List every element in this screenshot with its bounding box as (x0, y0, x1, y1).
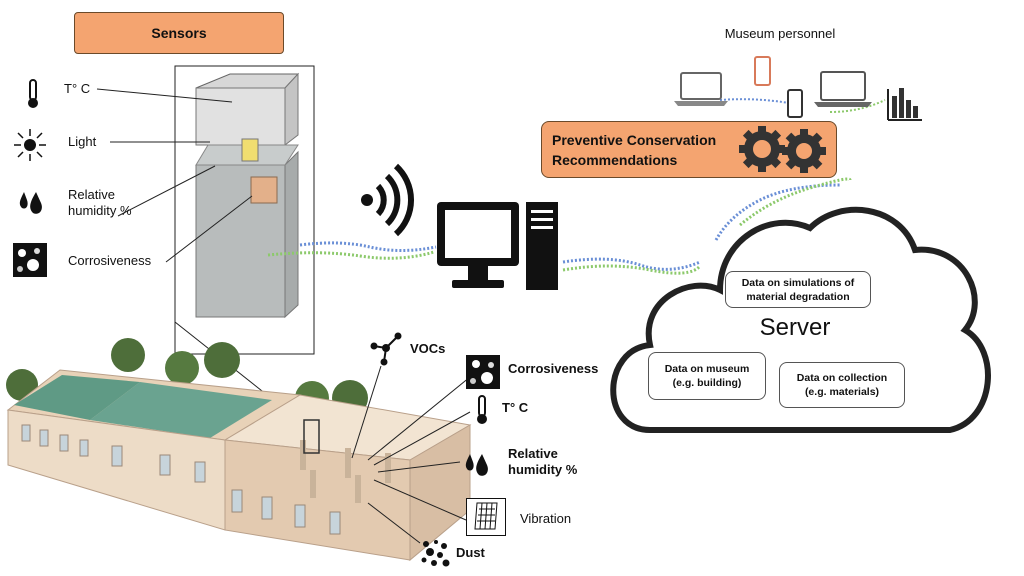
museum-label-vibration: Vibration (520, 511, 572, 526)
computer-icon (437, 202, 558, 290)
simulations-line-2: material degradation (746, 290, 850, 303)
personnel-title: Museum personnel (724, 26, 836, 41)
phone-1 (754, 56, 771, 86)
sensor-label-light: Light (68, 134, 97, 149)
laptop-left (674, 72, 728, 106)
museum-data-line-1: Data on museum (664, 363, 750, 375)
thermometer-icon (22, 78, 44, 110)
museum-humidity-line-1: Relative (508, 446, 558, 461)
laptop-right (814, 71, 872, 107)
museum-label-temperature: T° C (502, 400, 529, 415)
server-box-collection: Data on collection (e.g. materials) (779, 362, 905, 408)
showcase (195, 72, 300, 319)
museum-label-corrosiveness: Corrosiveness (508, 361, 599, 376)
collection-line-2: (e.g. materials) (804, 386, 880, 398)
museum-data-line-2: (e.g. building) (672, 377, 742, 389)
museum-humidity-line-2: humidity % (508, 462, 578, 477)
recommendations-box (541, 121, 837, 178)
molecule-icon (368, 330, 404, 366)
sensor-label-corrosiveness: Corrosiveness (68, 253, 152, 268)
sensors-title: Sensors (74, 12, 284, 54)
recommendations-text: Preventive Conservation Recommendations (552, 130, 742, 170)
thermometer-icon (472, 394, 492, 426)
server-box-museum: Data on museum (e.g. building) (648, 352, 766, 400)
dust-icon (418, 536, 452, 570)
humidity-line-2: humidity % (68, 203, 132, 218)
simulations-line-1: Data on simulations of (741, 276, 855, 289)
sensor-label-humidity: Relative humidity % (68, 187, 132, 219)
gears-icon (738, 124, 830, 174)
museum-label-humidity: Relative humidity % (508, 446, 577, 478)
humidity-line-1: Relative (68, 187, 115, 202)
corrosion-icon (13, 243, 47, 277)
museum-label-dust: Dust (456, 545, 485, 560)
room-showcase-highlight (303, 419, 320, 454)
collection-line-1: Data on collection (796, 372, 888, 384)
museum-label-vocs: VOCs (410, 341, 446, 356)
sun-icon (13, 128, 47, 162)
vibration-icon (466, 498, 506, 536)
drops-icon (462, 448, 494, 480)
server-title: Server (759, 314, 831, 341)
drops-icon (16, 186, 48, 218)
sensor-label-temperature: T° C (64, 81, 91, 96)
bar-chart-icon (887, 88, 922, 121)
phone-2 (787, 89, 803, 118)
server-box-simulations: Data on simulations of material degradat… (725, 271, 871, 308)
wifi-icon (361, 163, 415, 237)
museum-building (6, 338, 472, 562)
recommendations-line-1: Preventive Conservation (552, 132, 717, 148)
recommendations-line-2: Recommendations (552, 152, 678, 168)
showcase-zoom-frame (174, 65, 315, 355)
corrosion-icon (466, 355, 500, 389)
